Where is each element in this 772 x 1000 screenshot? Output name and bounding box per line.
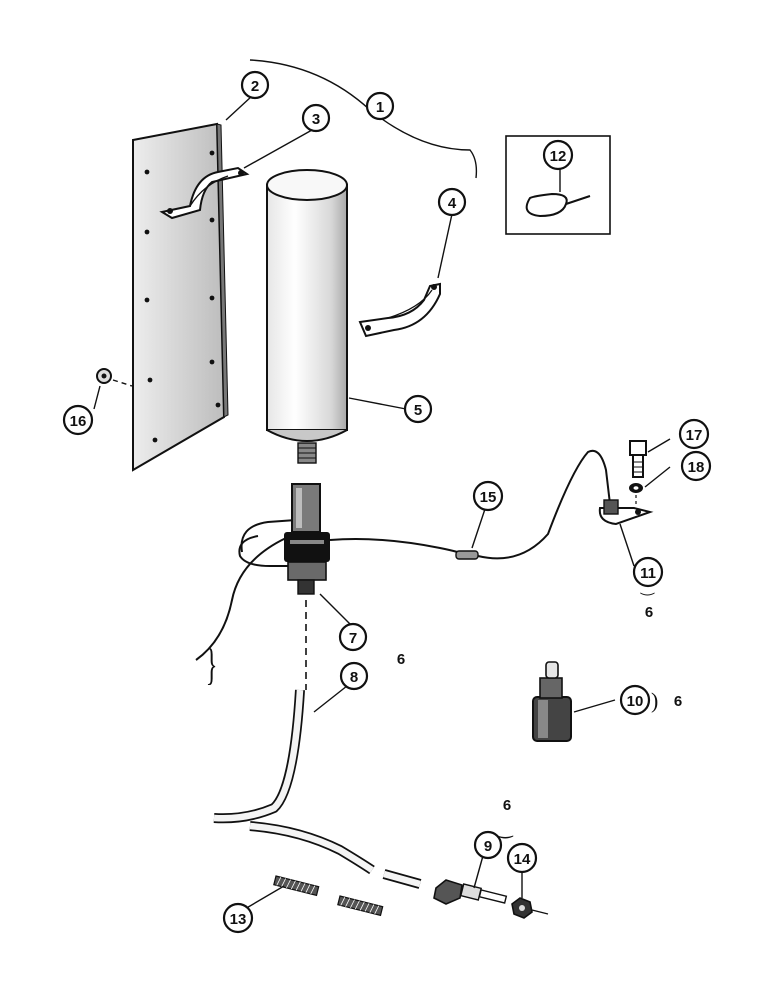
svg-text:6: 6 [503,797,511,814]
svg-text:18: 18 [688,459,705,476]
bolt-part [629,440,647,478]
callout-2: 2 [240,70,270,100]
svg-text:‿: ‿ [497,818,514,838]
callout-1: 1 [365,91,395,121]
callout-17: 17 [678,418,710,450]
inset-box [505,135,611,235]
washer-part [96,368,133,387]
ground-terminal [598,499,654,526]
upper-clamp [159,166,250,220]
tube-hose [213,689,422,889]
svg-text:14: 14 [514,851,531,868]
lower-clamp [358,282,441,338]
callout-3: 3 [301,103,331,133]
svg-text:6: 6 [645,604,653,621]
lock-washer-part [629,483,643,505]
svg-text:8: 8 [350,669,358,686]
svg-text:13: 13 [230,911,247,928]
callout-7: 7 [338,622,368,652]
group-ref-terminal: ‿ 6 [640,579,655,621]
brace-right: } [206,639,218,689]
svg-text:): ) [651,688,658,713]
group-ref-fitting: 6 ‿ [497,797,514,838]
mounting-plate [132,122,229,472]
group-ref-switch: ) 6 [651,688,682,713]
sensor-assembly [195,483,471,661]
svg-text:6: 6 [397,651,405,668]
callout-8: 8 [339,661,369,691]
svg-text:10: 10 [627,693,644,710]
svg-text:17: 17 [686,427,703,444]
callout-16: 16 [62,404,94,436]
brace-under: ‿ [640,579,655,596]
callout-10: 10 [619,684,651,716]
callout-12: 12 [542,139,574,171]
svg-text:3: 3 [312,111,320,128]
callout-15: 15 [472,480,504,512]
svg-text:4: 4 [448,195,457,212]
svg-text:15: 15 [480,489,497,506]
svg-text:16: 16 [70,413,87,430]
callout-11: 11 [632,556,664,588]
svg-text:7: 7 [349,630,357,647]
svg-text:11: 11 [640,565,656,582]
svg-text:5: 5 [414,402,422,419]
callout-13: 13 [222,902,254,934]
svg-text:6: 6 [674,693,682,710]
nut-part [511,897,549,919]
fitting-part [433,879,508,905]
wire-connector [455,449,611,560]
svg-text:1: 1 [376,99,384,116]
spring-parts [273,875,384,917]
callout-5: 5 [403,394,433,424]
callout-18: 18 [680,450,712,482]
svg-text:2: 2 [251,78,259,95]
cable-tie-part [525,192,591,218]
svg-text:12: 12 [550,148,567,165]
filter-canister [266,169,348,464]
group-bracket [249,59,478,179]
switch-part [532,661,572,742]
callout-9: 9 [473,830,503,860]
svg-text:9: 9 [484,838,492,855]
callout-4: 4 [437,187,467,217]
callout-14: 14 [506,842,538,874]
group-ref-sensor: } 6 [206,639,405,689]
